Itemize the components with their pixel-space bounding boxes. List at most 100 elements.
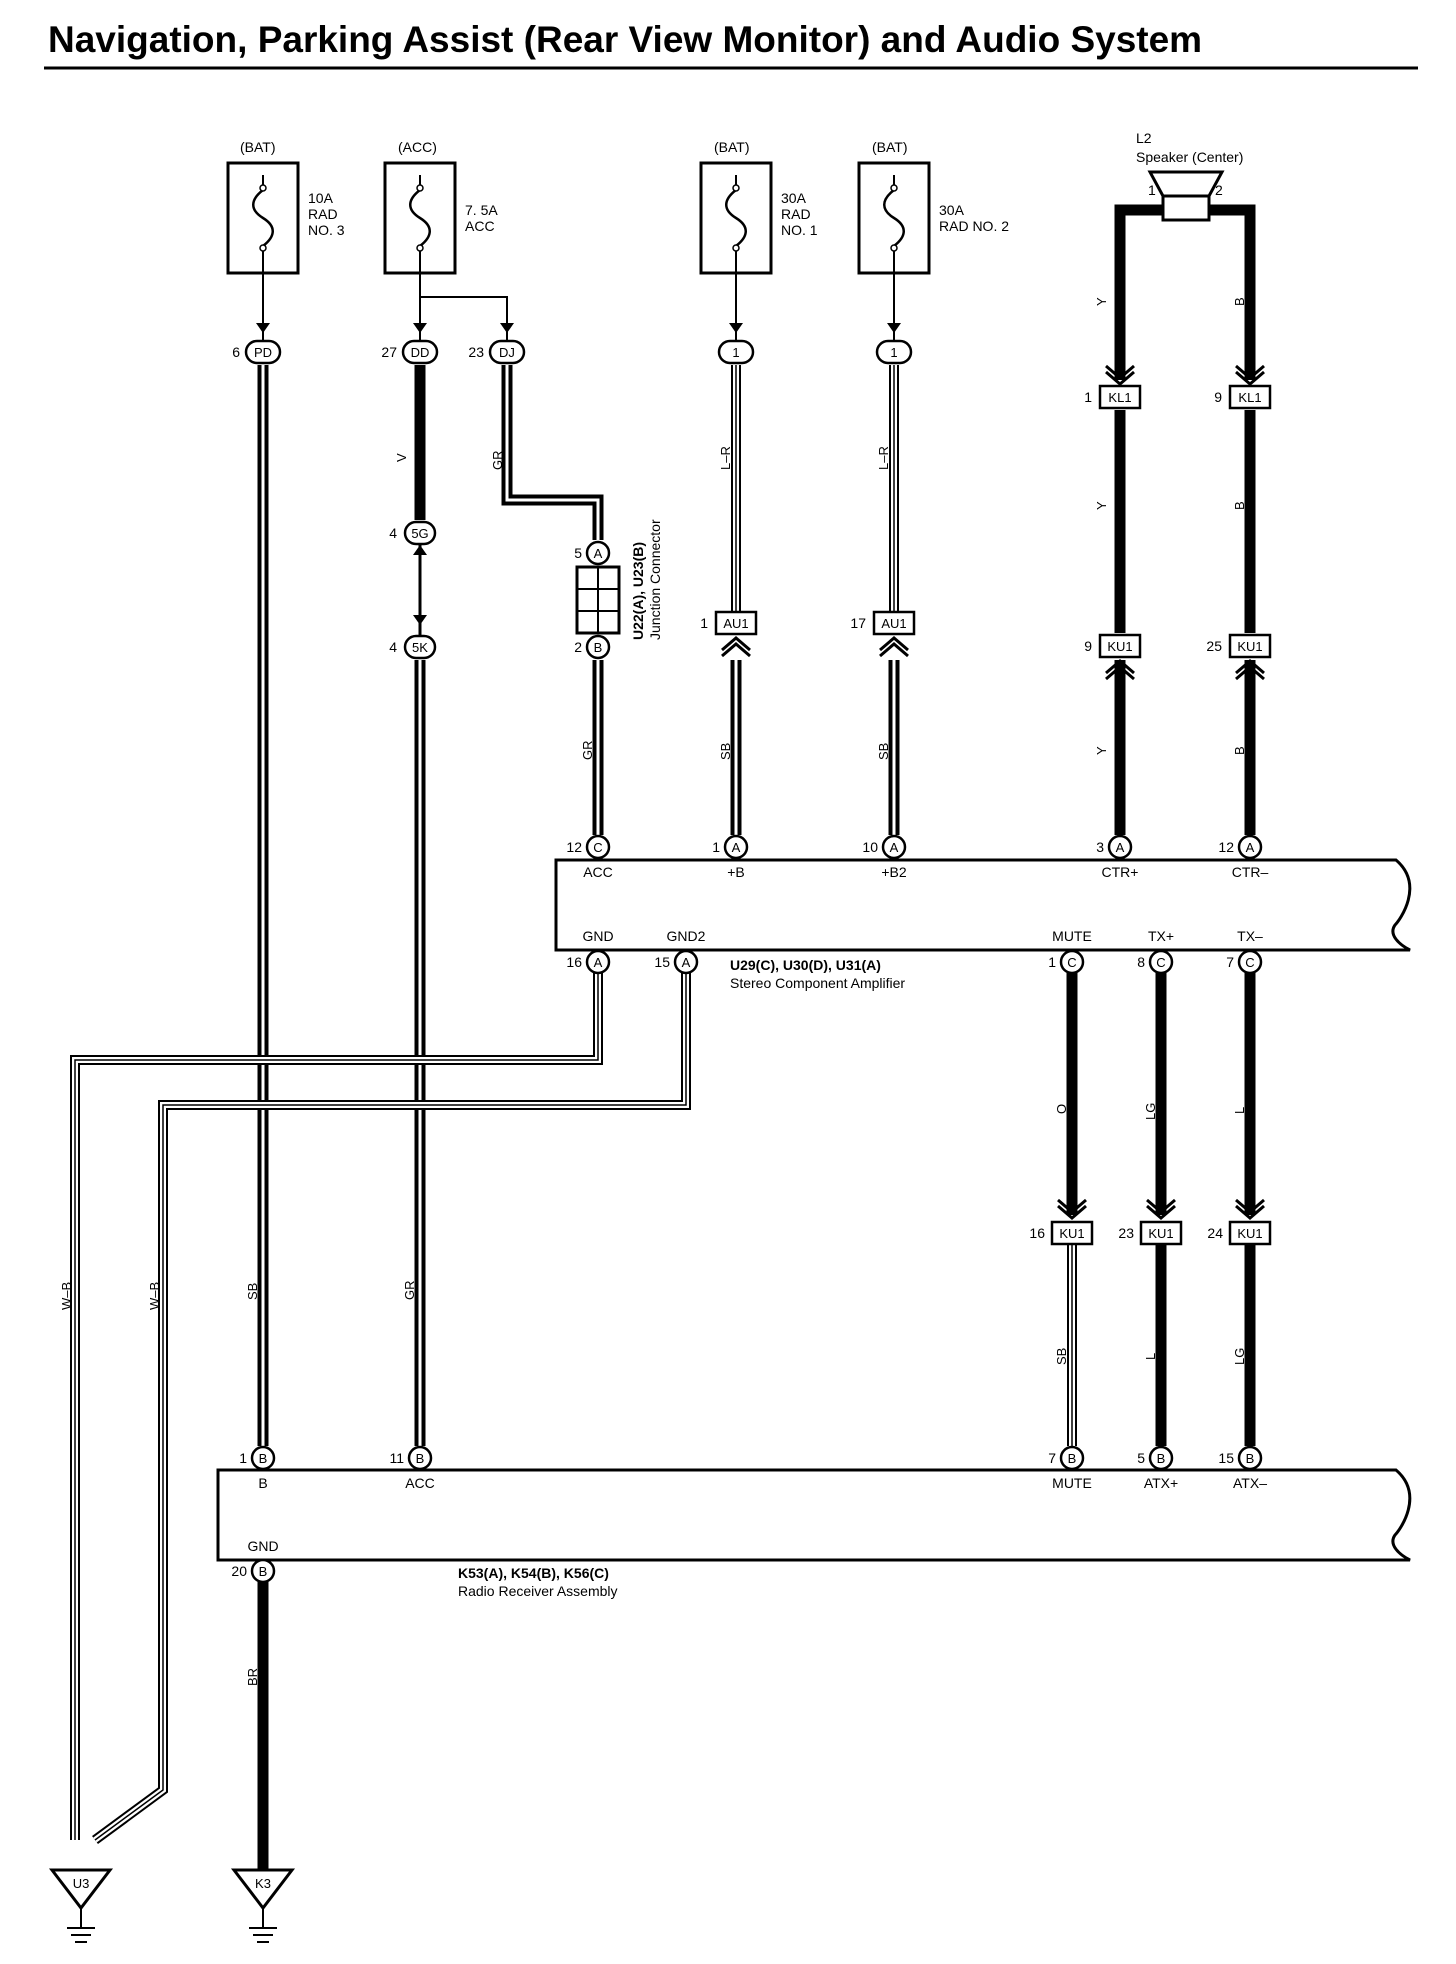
junction-connector-u22-u23: A 5 B 2 U22(A), U23(B) Junction Connecto… — [574, 519, 663, 660]
junction-dd: DD 27 — [381, 339, 439, 365]
au1-connectors: AU1 1 AU1 17 — [700, 610, 916, 636]
svg-text:MUTE: MUTE — [1052, 928, 1092, 944]
junction-pin: 4 — [389, 639, 397, 655]
fuse-rating: 30A — [781, 190, 807, 206]
speaker-pin-2: 2 — [1215, 182, 1223, 198]
svg-text:L–R: L–R — [876, 446, 891, 470]
wires — [70, 204, 1256, 1870]
page-title: Navigation, Parking Assist (Rear View Mo… — [48, 19, 1202, 60]
svg-text:12: 12 — [566, 839, 582, 855]
svg-text:B: B — [416, 1451, 425, 1466]
connector-id: U22(A), U23(B) — [630, 542, 646, 640]
fuse-name-1: RAD NO. 2 — [939, 218, 1009, 234]
svg-text:LG: LG — [1143, 1103, 1158, 1120]
svg-text:15: 15 — [654, 954, 670, 970]
svg-text:L: L — [1232, 1107, 1247, 1114]
svg-text:SB: SB — [876, 743, 891, 760]
svg-text:W–B: W–B — [147, 1282, 162, 1310]
connector-code: KL1 — [1238, 390, 1261, 405]
svg-text:W–B: W–B — [59, 1282, 74, 1310]
junction-code: PD — [254, 345, 272, 360]
junction-code: 1 — [732, 345, 739, 360]
fuse-rad-no2: (BAT) 30A RAD NO. 2 — [857, 139, 1009, 275]
connector-code: AU1 — [881, 616, 906, 631]
connector-pin: 1 — [700, 615, 708, 631]
junction-code: 1 — [890, 345, 897, 360]
svg-text:11: 11 — [389, 1450, 404, 1466]
connector-code: KL1 — [1108, 390, 1131, 405]
svg-text:GND: GND — [582, 928, 613, 944]
svg-text:B: B — [1068, 1451, 1077, 1466]
receiver-name: Radio Receiver Assembly — [458, 1583, 618, 1599]
svg-text:1: 1 — [1048, 954, 1056, 970]
center-speaker: L2 Speaker (Center) 1 2 — [1136, 130, 1243, 222]
svg-text:SB: SB — [718, 743, 733, 760]
ground-k3: K3 — [230, 1868, 296, 1943]
svg-text:+B: +B — [727, 864, 745, 880]
connector-pin: 1 — [1084, 389, 1092, 405]
svg-text:GND: GND — [247, 1538, 278, 1554]
svg-text:CTR–: CTR– — [1232, 864, 1269, 880]
junction-code: 5G — [411, 526, 428, 541]
fuse-rating: 7. 5A — [465, 202, 498, 218]
svg-text:7: 7 — [1048, 1450, 1056, 1466]
svg-text:C: C — [593, 840, 602, 855]
svg-text:MUTE: MUTE — [1052, 1475, 1092, 1491]
fuse-rad-no1: (BAT) 30A RAD NO. 1 — [699, 139, 818, 275]
svg-text:B: B — [1232, 746, 1247, 755]
svg-text:A: A — [732, 840, 741, 855]
svg-text:O: O — [1054, 1104, 1069, 1114]
svg-text:7: 7 — [1226, 954, 1234, 970]
svg-text:B: B — [1246, 1451, 1255, 1466]
svg-text:C: C — [1156, 955, 1165, 970]
svg-text:V: V — [394, 453, 409, 462]
junction-5g-5k: 5G 4 5K 4 — [389, 520, 437, 660]
svg-text:5: 5 — [1137, 1450, 1145, 1466]
junction-dj: DJ 23 — [468, 339, 526, 365]
junction-code: DJ — [499, 345, 515, 360]
speaker-name: Speaker (Center) — [1136, 149, 1243, 165]
connector-code: KU1 — [1107, 639, 1132, 654]
svg-text:B: B — [1232, 501, 1247, 510]
junction-1a: 1 — [717, 339, 755, 365]
junction-code: 5K — [412, 640, 428, 655]
svg-text:B: B — [1157, 1451, 1166, 1466]
svg-text:C: C — [1245, 955, 1254, 970]
svg-text:8: 8 — [1137, 954, 1145, 970]
svg-text:SB: SB — [1054, 1348, 1069, 1365]
svg-text:23: 23 — [1118, 1225, 1134, 1241]
pin-code: B — [594, 640, 603, 655]
pin-code: A — [594, 546, 603, 561]
svg-text:KU1: KU1 — [1059, 1226, 1084, 1241]
svg-text:ACC: ACC — [583, 864, 613, 880]
svg-text:C: C — [1067, 955, 1076, 970]
svg-text:+B2: +B2 — [881, 864, 907, 880]
svg-text:Y: Y — [1094, 297, 1109, 306]
arrows — [256, 323, 1265, 1220]
svg-text:TX–: TX– — [1237, 928, 1263, 944]
svg-text:ATX–: ATX– — [1233, 1475, 1267, 1491]
speaker-icon — [1161, 194, 1211, 222]
svg-text:B: B — [1232, 297, 1247, 306]
svg-text:LG: LG — [1232, 1348, 1247, 1365]
svg-text:16: 16 — [1029, 1225, 1045, 1241]
svg-text:A: A — [1116, 840, 1125, 855]
svg-text:L: L — [1143, 1353, 1158, 1360]
fuse-name-1: RAD — [308, 206, 338, 222]
fuse-acc: (ACC) 7. 5A ACC — [383, 139, 498, 275]
connector-pin: 9 — [1214, 389, 1222, 405]
svg-text:GR: GR — [580, 741, 595, 761]
fuse-rating: 10A — [308, 190, 334, 206]
fuse-rad-no3: (BAT) 10A RAD NO. 3 — [226, 139, 345, 275]
ground-u3: U3 — [48, 1868, 114, 1943]
top-junctions: PD 6 DD 27 DJ 23 1 1 — [232, 339, 913, 365]
svg-text:B: B — [259, 1564, 268, 1579]
svg-text:GND2: GND2 — [667, 928, 706, 944]
svg-text:16: 16 — [566, 954, 582, 970]
junction-code: DD — [411, 345, 430, 360]
svg-text:10: 10 — [862, 839, 878, 855]
svg-text:K3: K3 — [255, 1876, 271, 1891]
connector-name: Junction Connector — [647, 519, 663, 640]
speaker-pin-1: 1 — [1148, 182, 1156, 198]
